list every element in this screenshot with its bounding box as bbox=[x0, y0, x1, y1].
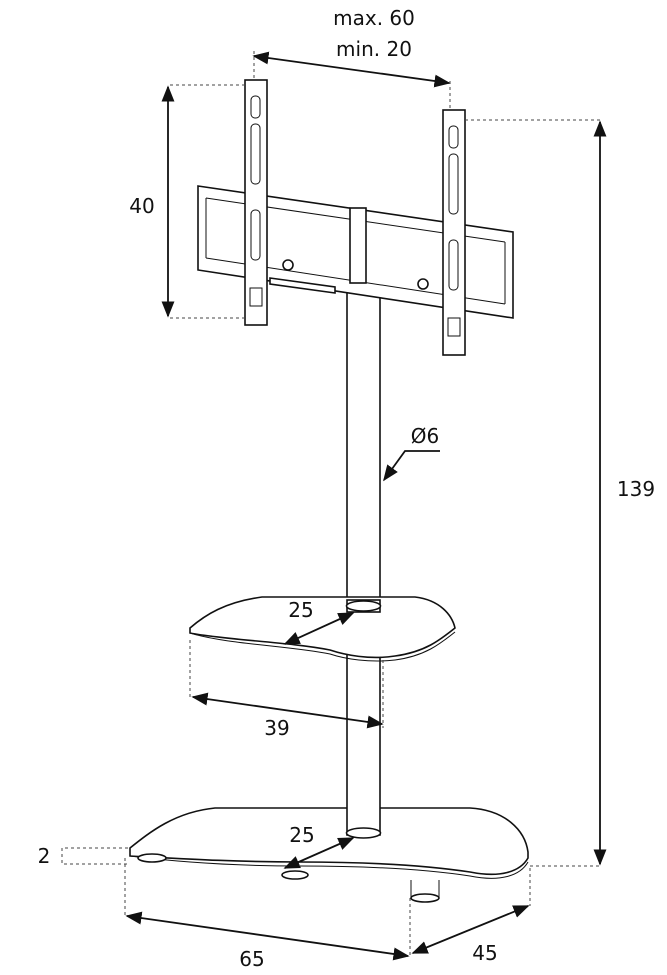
mount-screw bbox=[417, 278, 429, 290]
dimension-labels: max. 60 min. 20 40 139 Ø6 25 39 25 2 65 … bbox=[38, 6, 655, 971]
max-width-label: max. 60 bbox=[333, 6, 415, 30]
shelf-width-label: 39 bbox=[264, 716, 289, 740]
glass-shelf bbox=[189, 596, 456, 662]
base-width-dimension-line bbox=[125, 911, 410, 961]
width-dimension-line bbox=[252, 51, 451, 88]
shelf-depth-label: 25 bbox=[288, 598, 313, 622]
pole-diameter-label: Ø6 bbox=[411, 424, 439, 448]
mount-screw bbox=[282, 259, 294, 271]
vesa-rail-right bbox=[442, 109, 466, 356]
base-foot bbox=[281, 870, 309, 880]
min-width-label: min. 20 bbox=[336, 37, 412, 61]
base-length-label: 45 bbox=[472, 941, 497, 965]
bracket-height-label: 40 bbox=[129, 194, 154, 218]
base-length-dimension-line bbox=[411, 905, 530, 954]
base-thickness-label: 2 bbox=[38, 844, 51, 868]
base-depth-label: 25 bbox=[289, 823, 314, 847]
base-foot bbox=[410, 893, 440, 903]
total-height-label: 139 bbox=[617, 477, 655, 501]
pole bbox=[345, 284, 382, 839]
base-foot bbox=[137, 853, 167, 863]
shelf-depth-dimension-line bbox=[283, 612, 355, 645]
shelf-width-dimension-line bbox=[191, 692, 384, 729]
base-depth-dimension-line bbox=[283, 837, 355, 869]
base-width-label: 65 bbox=[239, 947, 264, 970]
dimension-lines bbox=[125, 51, 607, 961]
mount-crossbar bbox=[197, 185, 514, 319]
base-plate bbox=[129, 807, 529, 903]
vesa-rail-left bbox=[244, 79, 268, 326]
pole-diameter-leader bbox=[383, 450, 440, 482]
